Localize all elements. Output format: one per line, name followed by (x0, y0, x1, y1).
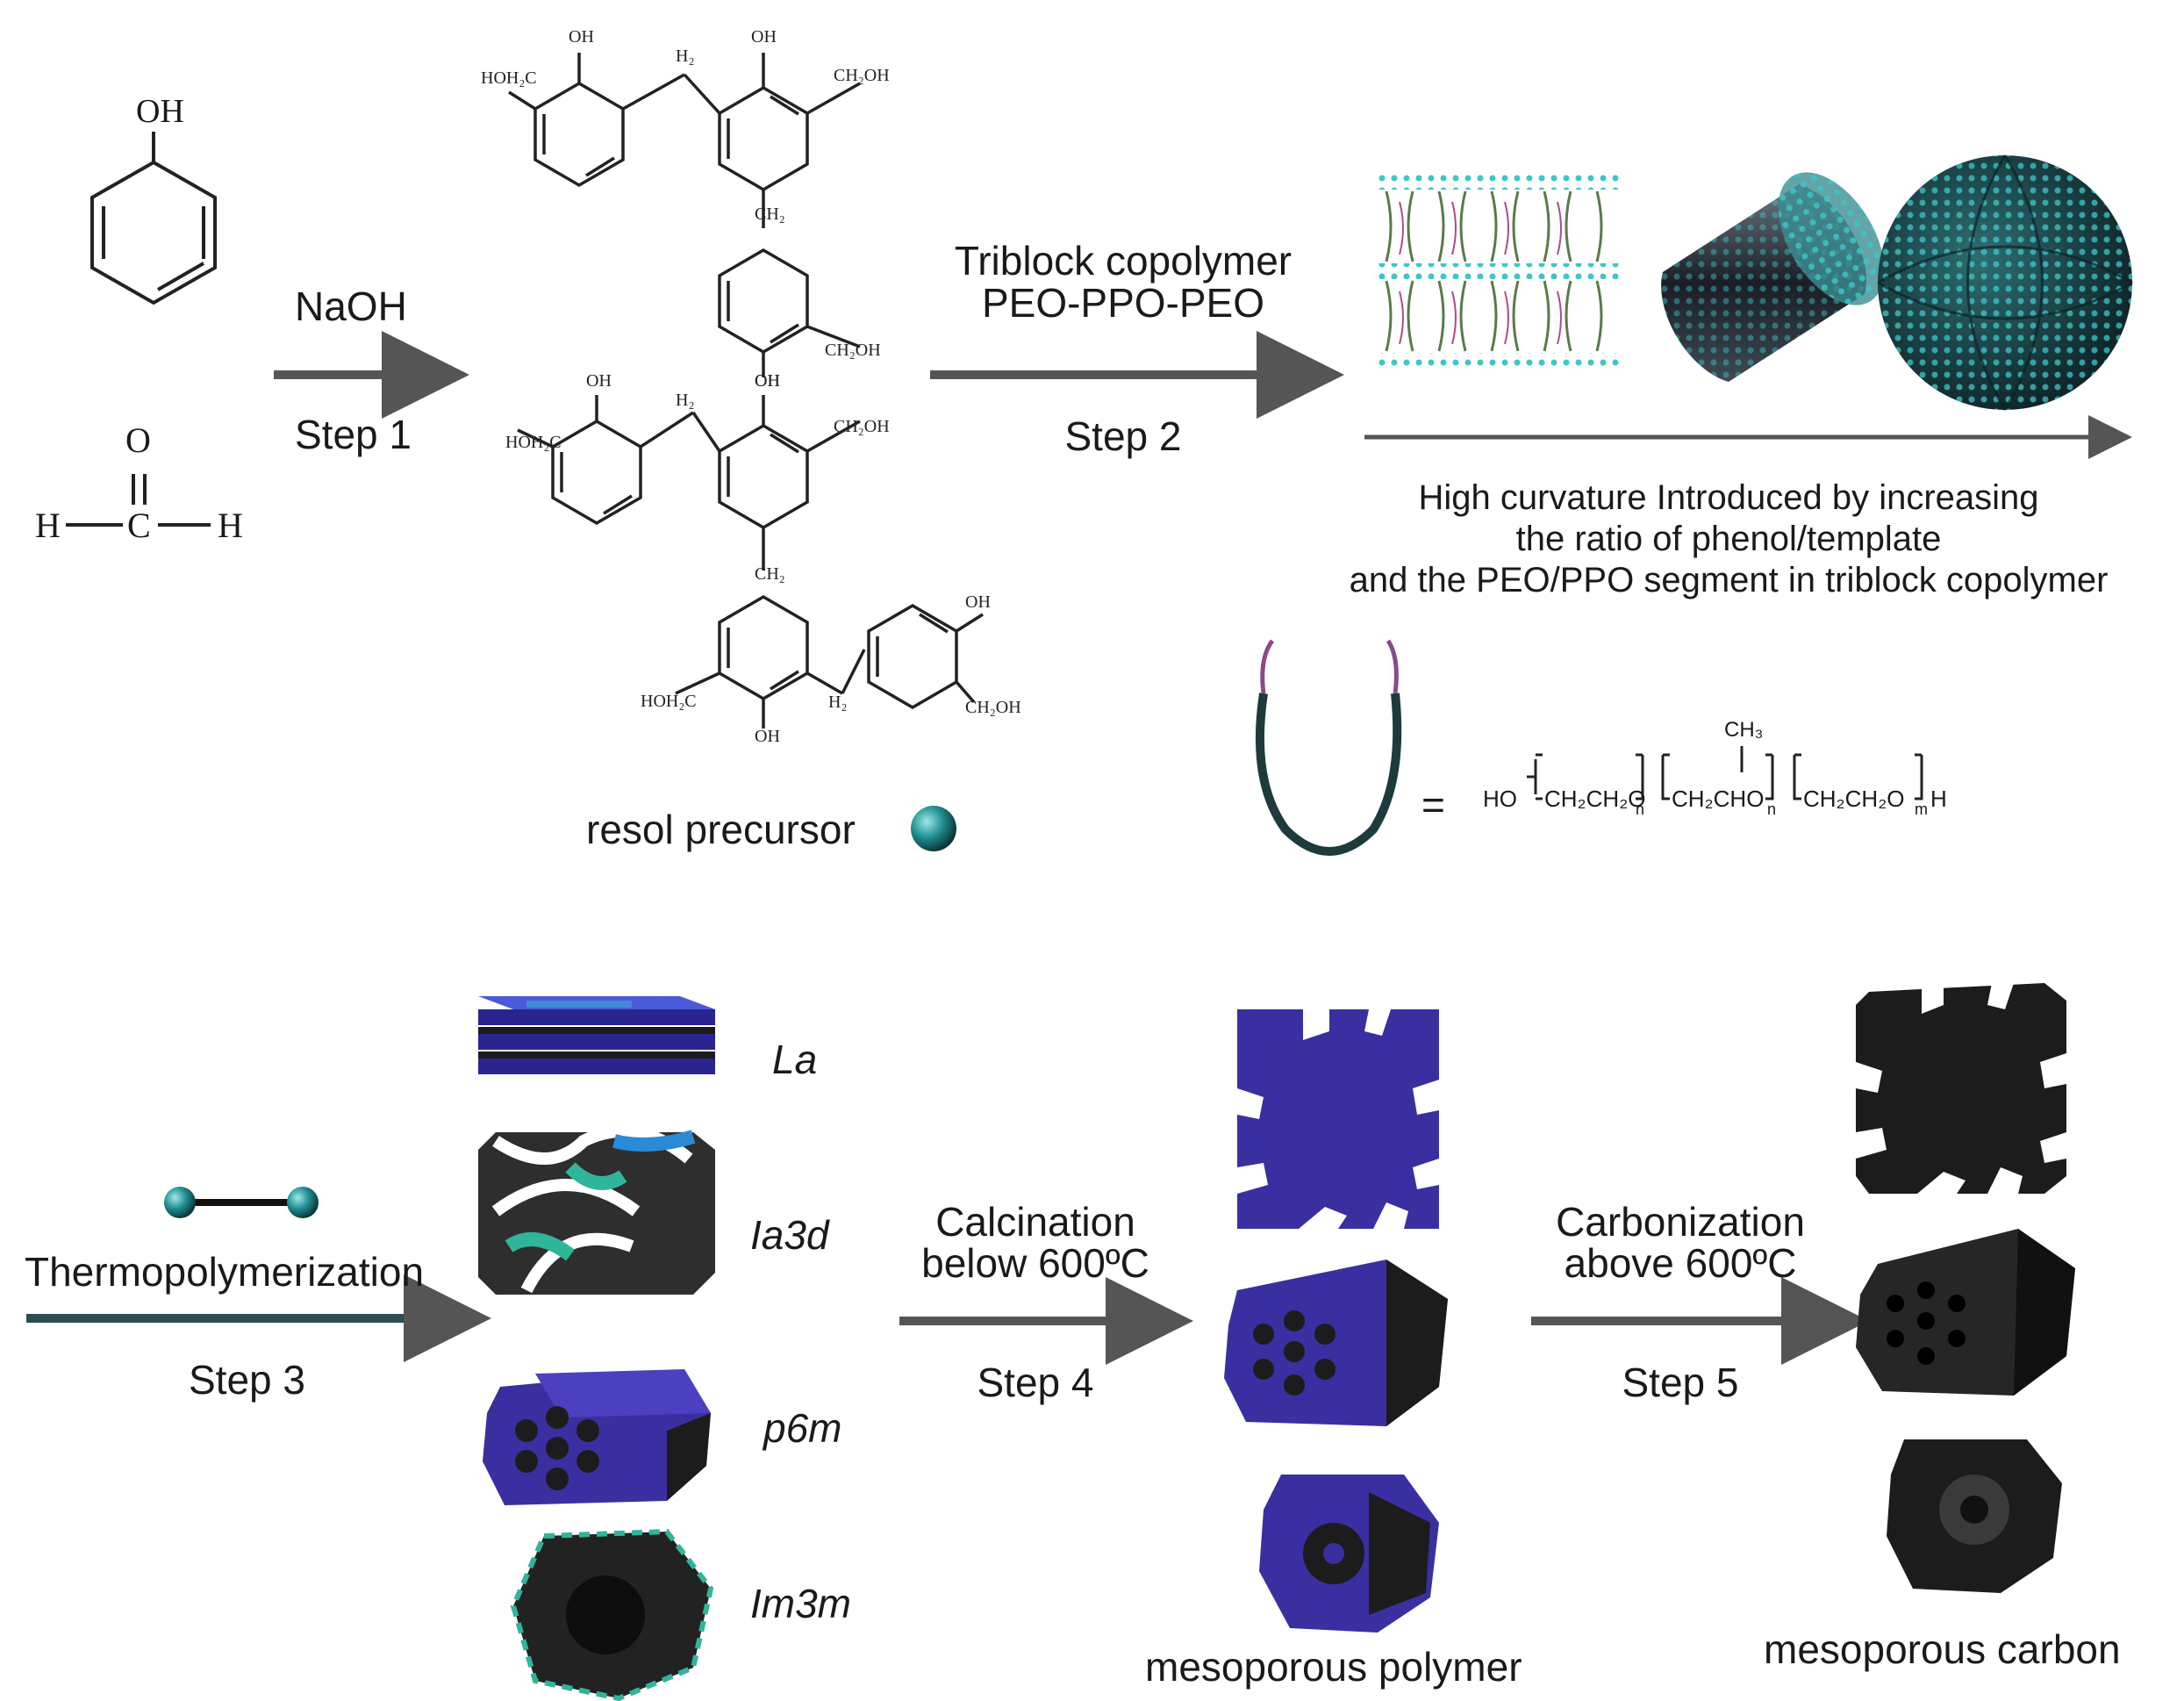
step5-line1: Carbonization (1556, 1199, 1805, 1245)
formula-peo1: CH₂CH₂O (1544, 786, 1646, 812)
curvature-line1: High curvature Introduced by increasing (1418, 478, 2039, 517)
svg-text:CH₂OH: CH₂OH (825, 341, 881, 360)
formula-sub-m: m (1915, 800, 1928, 818)
formaldehyde-h-left-label: H (35, 506, 61, 545)
step3-reagent: Thermopolymerization (25, 1249, 425, 1295)
svg-text:HOH₂C: HOH₂C (641, 692, 697, 711)
svg-text:OH: OH (569, 27, 594, 47)
formaldehyde-o-label: O (125, 420, 151, 460)
copolymer-equals: = (1421, 782, 1445, 828)
step1-reagent: NaOH (295, 284, 407, 329)
resol-bead-icon (911, 806, 956, 851)
svg-text:H₂: H₂ (828, 693, 847, 712)
formula-peo2: CH₂CH₂O (1803, 786, 1905, 812)
svg-text:CH₂OH: CH₂OH (834, 417, 890, 436)
step5-line2: above 600ºC (1564, 1240, 1797, 1286)
carbon-gyroid-block (1856, 983, 2066, 1194)
lamellar-phase-block (478, 996, 715, 1074)
svg-text:OH: OH (965, 592, 991, 612)
svg-text:OH: OH (586, 371, 612, 391)
formaldehyde-structure (66, 474, 211, 527)
svg-text:CH₂OH: CH₂OH (834, 66, 890, 85)
step5-label: Step 5 (1622, 1360, 1739, 1405)
svg-text:OH: OH (755, 371, 780, 391)
formula-sub-n2: n (1767, 800, 1777, 818)
step3-label: Step 3 (189, 1357, 305, 1403)
phenol-oh-label: OH (136, 93, 184, 130)
copolymer-formula-brackets (1527, 746, 1923, 800)
resol-structure (508, 53, 984, 728)
polymer-hexagonal-block (1224, 1260, 1448, 1426)
formula-ho: HO (1483, 786, 1517, 812)
formaldehyde-c-label: C (127, 506, 151, 545)
step2-reagent-line2: PEO-PPO-PEO (981, 280, 1265, 326)
hexagonal-phase-block (483, 1369, 711, 1505)
svg-text:HOH₂C: HOH₂C (481, 68, 537, 88)
resol-precursor-label: resol precursor (586, 807, 856, 852)
formula-methyl: CH₃ (1724, 718, 1764, 742)
formula-ppo: CH₂CHO (1672, 786, 1765, 812)
svg-text:H₂: H₂ (676, 391, 694, 410)
formula-sub-n1: n (1636, 800, 1645, 818)
formula-h: H (1930, 786, 1947, 812)
step2-label: Step 2 (1064, 413, 1182, 459)
svg-text:CH₂: CH₂ (755, 564, 785, 584)
mesoporous-polymer-label: mesoporous polymer (1145, 1644, 1522, 1690)
polymer-cubic-block (1259, 1475, 1439, 1633)
lamellar-micelle (1376, 174, 1620, 369)
svg-text:CH₂: CH₂ (755, 205, 785, 224)
copolymer-chain-icon (1255, 639, 1402, 856)
phase-la-label: La (772, 1037, 818, 1082)
svg-text:OH: OH (755, 727, 780, 746)
step1-label: Step 1 (295, 412, 412, 457)
step2-reagent-line1: Triblock copolymer (954, 238, 1292, 284)
cylindrical-micelle (1661, 172, 1885, 382)
svg-text:OH: OH (755, 371, 780, 391)
phase-im3m-label: Im3m (750, 1581, 851, 1626)
curvature-line2: the ratio of phenol/template (1515, 520, 1942, 558)
svg-text:HOH₂C: HOH₂C (505, 433, 562, 452)
carbon-cubic-block (1887, 1439, 2062, 1593)
svg-text:CH₂OH: CH₂OH (965, 698, 1021, 717)
carbon-hexagonal-block (1856, 1229, 2075, 1396)
step4-label: Step 4 (977, 1360, 1094, 1405)
step4-line1: Calcination (935, 1199, 1135, 1245)
svg-text:OH: OH (751, 27, 777, 47)
step4-line2: below 600ºC (921, 1240, 1149, 1286)
dimer-bead-icon (164, 1187, 319, 1218)
svg-text:H₂: H₂ (676, 47, 694, 66)
formaldehyde-h-right-label: H (218, 506, 243, 545)
spherical-micelle (1877, 154, 2133, 411)
phenol-structure (90, 132, 217, 305)
resol-substituent-labels: HOH₂C OH H₂ OH CH₂OH CH₂ CH₂OH OH OH HOH… (481, 27, 1021, 746)
cubic-im3m-phase-block (510, 1528, 714, 1701)
mesoporous-carbon-label: mesoporous carbon (1764, 1626, 2121, 1672)
phase-p6m-label: p6m (763, 1405, 842, 1451)
polymer-gyroid-block (1237, 1009, 1439, 1229)
curvature-line3: and the PEO/PPO segment in triblock copo… (1349, 561, 2109, 599)
phase-ia3d-label: Ia3d (750, 1212, 829, 1258)
gyroid-phase-block (478, 1124, 715, 1295)
